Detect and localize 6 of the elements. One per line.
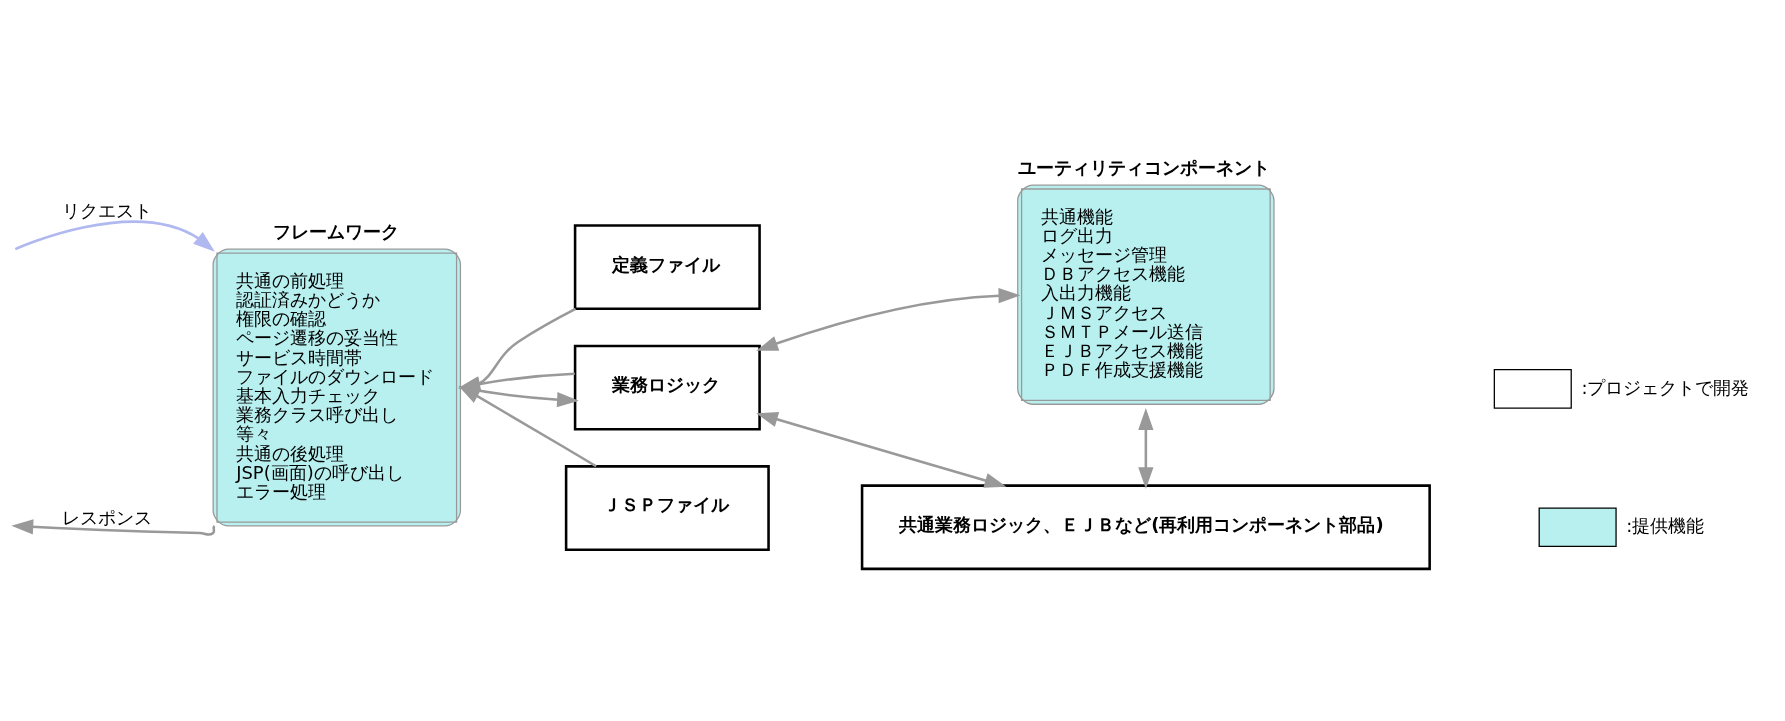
- edge-label: リクエスト: [61, 199, 152, 221]
- edge-label: レスポンス: [61, 506, 152, 528]
- node-label: フレームワーク: [272, 220, 399, 242]
- legend-label: :プロジェクトで開発: [1580, 376, 1750, 398]
- node-label: ユーティリティコンポーネント: [1017, 156, 1270, 178]
- legend-label: :提供機能: [1625, 514, 1704, 536]
